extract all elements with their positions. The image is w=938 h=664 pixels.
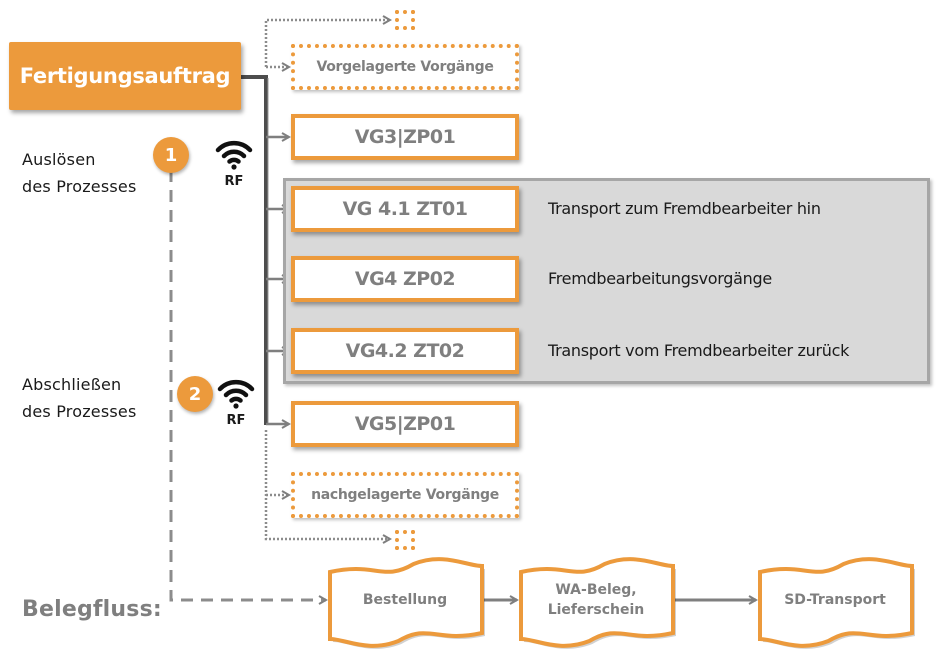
document-shape — [519, 557, 675, 648]
document-label: Bestellung — [362, 592, 448, 608]
wifi-icon — [217, 379, 255, 409]
document-wa-beleg[interactable]: WA-Beleg, Lieferschein — [521, 575, 671, 625]
document-shape — [758, 557, 914, 648]
main-trunk — [241, 75, 268, 425]
production-order-node[interactable]: Fertigungsauftrag — [9, 42, 241, 110]
step-2-badge: 2 — [177, 376, 213, 412]
rf-label: RF — [226, 413, 246, 428]
step-label-line: Auslösen — [22, 150, 96, 169]
operation-description: Transport zum Fremdbearbeiter hin — [548, 199, 821, 218]
operation-description: Transport vom Fremdbearbeiter zurück — [548, 341, 850, 360]
upstream-placeholder-box — [395, 10, 415, 30]
document-flow-title: Belegfluss: — [22, 597, 162, 622]
step-1-label: Auslösen des Prozesses — [22, 146, 137, 200]
operation-vg42-zt02[interactable]: VG4.2 ZT02 — [291, 328, 519, 374]
operation-vg41-zt01[interactable]: VG 4.1 ZT01 — [291, 186, 519, 232]
document-label: SD-Transport — [784, 592, 886, 608]
wifi-icon — [215, 140, 253, 170]
downstream-dotted-line — [264, 430, 390, 539]
document-sd-transport[interactable]: SD-Transport — [760, 575, 910, 625]
step-2-label: Abschließen des Prozesses — [22, 371, 137, 425]
step-1-badge: 1 — [153, 137, 189, 173]
upstream-operations-box[interactable]: Vorgelagerte Vorgänge — [291, 44, 519, 90]
document-label: Lieferschein — [547, 602, 645, 618]
rf-group: RF — [216, 377, 256, 428]
downstream-placeholder-box — [395, 530, 415, 550]
document-label: WA-Beleg, — [555, 582, 637, 598]
step-label-line: des Prozesses — [22, 402, 137, 421]
operation-vg5-zp01[interactable]: VG5|ZP01 — [291, 401, 519, 447]
document-shape — [328, 557, 484, 648]
operation-vg4-zp02[interactable]: VG4 ZP02 — [291, 256, 519, 302]
rf-group: RF — [214, 138, 254, 189]
step-label-line: Abschließen — [22, 375, 122, 394]
operation-description: Fremdbearbeitungsvorgänge — [548, 269, 772, 288]
operation-vg3-zp01[interactable]: VG3|ZP01 — [291, 114, 519, 160]
process-dashed-line — [169, 170, 326, 600]
downstream-operations-box[interactable]: nachgelagerte Vorgänge — [291, 472, 519, 518]
document-bestellung[interactable]: Bestellung — [330, 575, 480, 625]
rf-label: RF — [224, 174, 244, 189]
upstream-dotted-line — [264, 20, 390, 67]
step-label-line: des Prozesses — [22, 177, 137, 196]
